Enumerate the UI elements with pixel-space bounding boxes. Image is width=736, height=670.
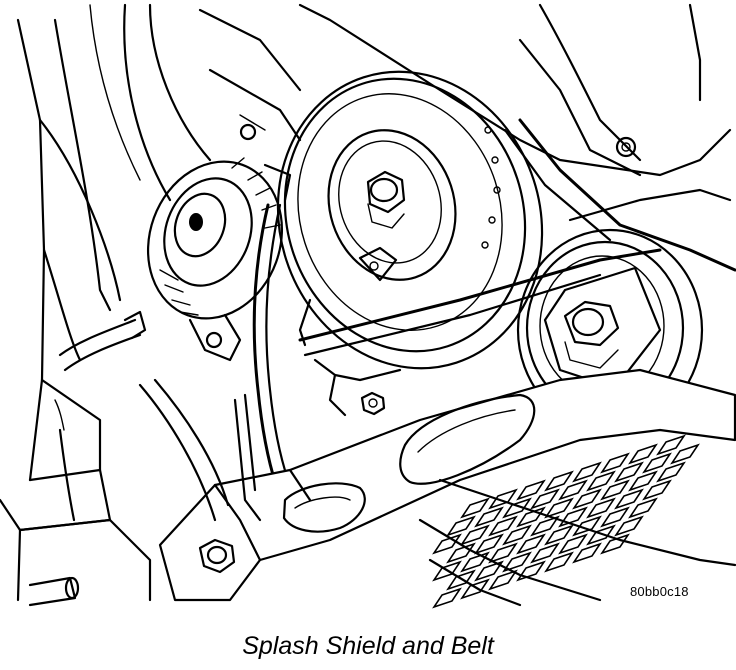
mesh-cell [530, 542, 560, 564]
mesh-cell [614, 488, 644, 510]
mesh-cell [544, 551, 574, 573]
mesh-cell [656, 461, 686, 483]
mesh-cell [572, 515, 602, 537]
mesh-cell [530, 488, 560, 510]
mesh-cell [600, 533, 630, 555]
mesh-cell [502, 524, 532, 546]
figure-code: 80bb0c18 [630, 584, 689, 599]
mesh-cell [474, 533, 504, 555]
mesh-cell [530, 515, 560, 537]
grille-mesh [432, 434, 700, 609]
mesh-cell [432, 533, 462, 555]
belt-diagram [0, 3, 736, 609]
mesh-cell [628, 470, 658, 492]
mesh-cell [544, 497, 574, 519]
mesh-cell [572, 488, 602, 510]
left-fender-structure [0, 3, 212, 602]
mesh-cell [600, 506, 630, 528]
mesh-cell [586, 497, 616, 519]
mesh-cell [544, 470, 574, 492]
mesh-cell [572, 542, 602, 564]
mesh-cell [432, 587, 462, 609]
mesh-cell [516, 506, 546, 528]
mesh-cell [642, 479, 672, 501]
splash-shield [158, 368, 736, 602]
mesh-cell [460, 578, 490, 600]
mesh-cell [502, 497, 532, 519]
mesh-cell [474, 506, 504, 528]
mesh-cell [600, 479, 630, 501]
mesh-cell [502, 551, 532, 573]
mesh-cell [516, 533, 546, 555]
mesh-cell [586, 470, 616, 492]
mesh-cell [628, 443, 658, 465]
mesh-cell [614, 515, 644, 537]
mesh-cell [642, 452, 672, 474]
mesh-cell [446, 515, 476, 537]
large-pulley [276, 70, 544, 370]
mesh-cell [460, 497, 490, 519]
mesh-cell [558, 533, 588, 555]
diagram-caption: Splash Shield and Belt [242, 632, 494, 660]
mesh-cell [446, 542, 476, 564]
hoses [28, 310, 262, 607]
mesh-cell [446, 569, 476, 591]
mesh-cell [488, 569, 518, 591]
mesh-cell [460, 524, 490, 546]
mesh-cell [572, 461, 602, 483]
mesh-cell [488, 542, 518, 564]
upper-right-bracket [198, 3, 732, 222]
mesh-cell [600, 452, 630, 474]
mesh-cell [614, 461, 644, 483]
mesh-cell [586, 524, 616, 546]
pulley-rim-holes [481, 126, 501, 249]
mesh-cell [488, 515, 518, 537]
mesh-cell [544, 524, 574, 546]
mesh-cell [516, 479, 546, 501]
mesh-cell [628, 497, 658, 519]
mesh-cell [558, 479, 588, 501]
idler-pulley [516, 228, 704, 432]
mesh-cell [656, 434, 686, 456]
engine-block [298, 298, 736, 607]
mesh-cell [670, 443, 700, 465]
alternator [146, 157, 292, 362]
